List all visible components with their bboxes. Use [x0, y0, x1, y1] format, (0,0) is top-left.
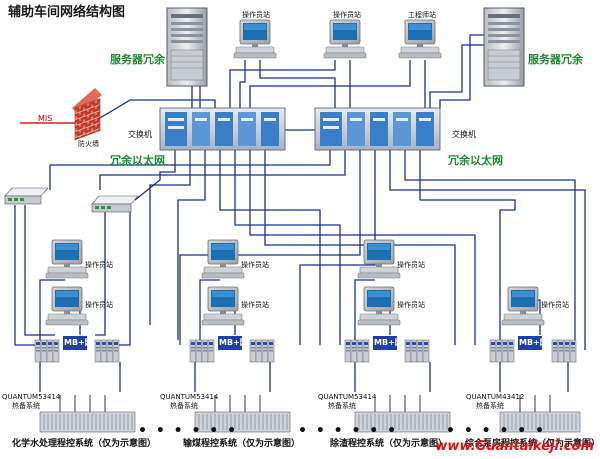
- plc-model-label: QUANTUM53414: [318, 393, 377, 401]
- server-redundant-label-left: 服务器冗余: [110, 53, 165, 66]
- plc-note-label: 热备系统: [12, 402, 40, 410]
- operator-station-label: 操作员站: [242, 11, 270, 19]
- server-icon: [166, 7, 208, 87]
- plc-model-label: QUANTUM53414: [160, 393, 219, 401]
- plc-model-label: QUANTUM53414: [2, 393, 61, 401]
- workstation-icon: [233, 19, 277, 59]
- switch-label-right: 交换机: [452, 130, 476, 139]
- plc-rack-icon: [189, 336, 275, 363]
- mb-net-label: MB+网: [519, 338, 548, 347]
- ethernet-redundant-label-right: 冗余以太网: [448, 154, 503, 167]
- plc-rack-icon: [489, 336, 577, 363]
- mb-net-label: MB+网: [64, 338, 93, 347]
- workstation-icon: [201, 286, 245, 326]
- switch-icon: [159, 107, 286, 151]
- plc-note-label: 热备系统: [328, 402, 356, 410]
- plc-rack-icon: [344, 336, 430, 363]
- engineer-station-label: 工程师站: [408, 11, 436, 19]
- system-name: 化学水处理程控系统（仅为示意图）: [12, 439, 157, 449]
- firewall-label: 防火墙: [78, 140, 99, 148]
- workstation-icon: [357, 286, 401, 326]
- operator-station-label: 操作员站: [241, 261, 269, 269]
- server-redundant-label-right: 服务器冗余: [528, 53, 583, 66]
- continuation-dots: • • • • • •: [446, 423, 547, 439]
- system-name: 输煤程控系统（仅为示意图）: [183, 439, 301, 449]
- workstation-icon: [323, 19, 367, 59]
- switch-icon: [314, 107, 441, 151]
- page-title: 辅助车间网络结构图: [8, 5, 126, 20]
- continuation-dots: • • • • • •: [138, 423, 239, 439]
- workstation-icon: [201, 239, 245, 279]
- workstation-icon: [45, 239, 89, 279]
- firewall-icon: [72, 88, 102, 141]
- operator-station-label: 操作员站: [541, 301, 569, 309]
- operator-station-label: 操作员站: [85, 301, 113, 309]
- plc-note-label: 热备系统: [170, 402, 198, 410]
- plc-note-label: 热备系统: [476, 402, 504, 410]
- mis-label: MIS: [38, 114, 53, 123]
- mb-net-label: MB+网: [374, 338, 403, 347]
- system-name: 除渣程控系统（仅为示意图）: [330, 439, 448, 449]
- operator-station-label: 操作员站: [333, 11, 361, 19]
- ethernet-redundant-label-left: 冗余以太网: [110, 154, 165, 167]
- plc-rack-icon: [34, 336, 120, 363]
- watermark: www.Guantaikeji.com: [435, 439, 594, 454]
- workstation-icon: [501, 286, 545, 326]
- server-icon: [483, 7, 525, 87]
- hub-icon: [4, 187, 49, 205]
- continuation-dots: • • • • • •: [298, 423, 399, 439]
- operator-station-label: 操作员站: [397, 301, 425, 309]
- hub-icon: [91, 195, 139, 213]
- workstation-icon: [398, 19, 442, 59]
- operator-station-label: 操作员站: [85, 261, 113, 269]
- plc-model-label: QUANTUM43412: [466, 393, 525, 401]
- operator-station-label: 操作员站: [397, 261, 425, 269]
- operator-station-label: 操作员站: [241, 301, 269, 309]
- workstation-icon: [357, 239, 401, 279]
- switch-label-left: 交换机: [128, 130, 152, 139]
- system-name: 综合泵房程控系统（仅为示意图）: [465, 439, 600, 449]
- mb-net-label: MB+网: [219, 338, 248, 347]
- workstation-icon: [45, 286, 89, 326]
